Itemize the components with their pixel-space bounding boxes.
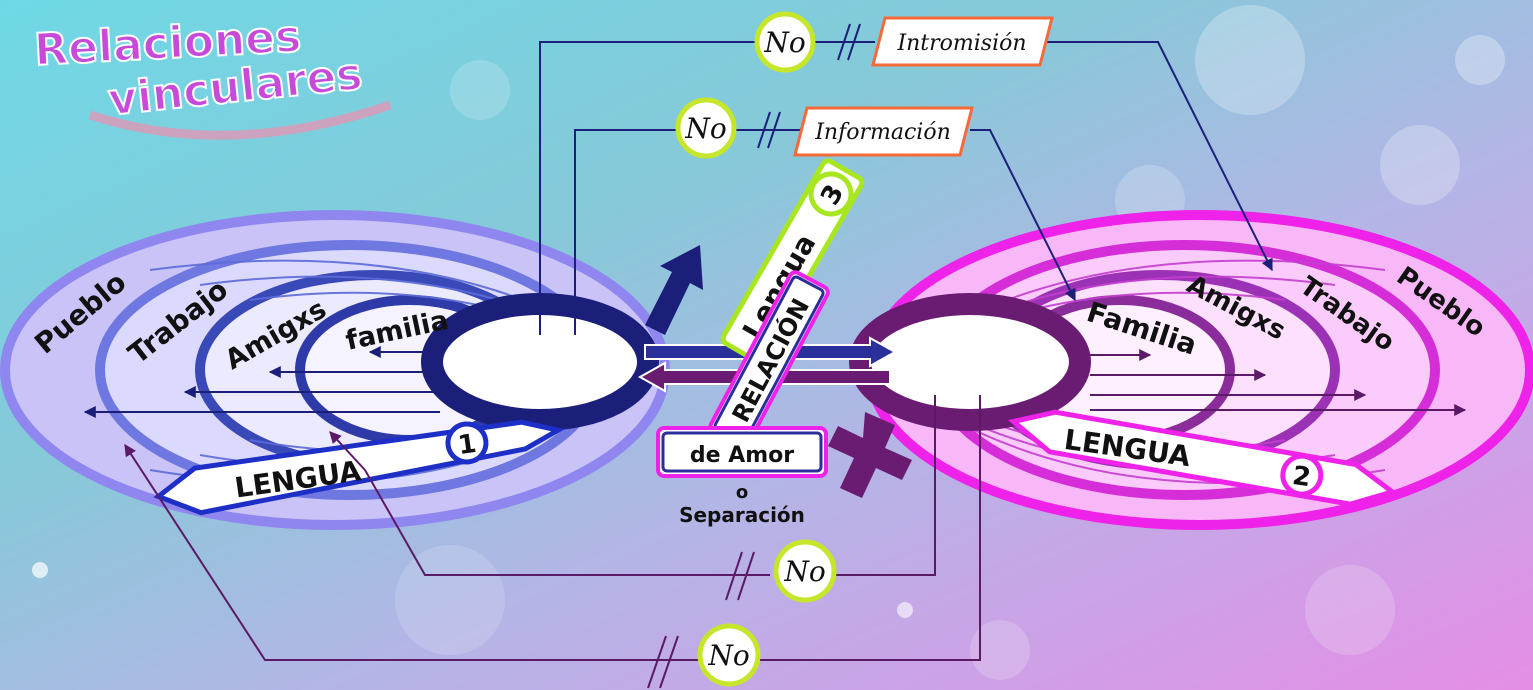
- no-badge-informacion: [675, 97, 737, 159]
- link-informacion: No Información: [574, 97, 1076, 335]
- link-bottom-2: No: [124, 395, 981, 689]
- left-arrows: [83, 346, 440, 418]
- no-label-bottom-1: No: [783, 555, 825, 588]
- intromision-label: Intromisión: [896, 31, 1026, 56]
- lengua-2-number: 2: [1290, 461, 1312, 493]
- amor-separacion: de Amor o Separación: [656, 426, 828, 527]
- link-bottom-1: No: [329, 395, 936, 603]
- right-arrows: [1090, 349, 1467, 416]
- informacion-label: Información: [814, 120, 951, 145]
- female-cross-icon: [828, 412, 912, 498]
- separacion-label: Separación: [679, 503, 805, 527]
- o-label: o: [736, 482, 748, 503]
- lengua-2-badge: [1280, 453, 1324, 497]
- lengua-3-badge: [808, 171, 854, 217]
- lengua-1-banner: LENGUA 1: [153, 419, 565, 516]
- lengua-1-badge: [445, 421, 489, 465]
- lengua-2-banner: LENGUA 2: [1007, 409, 1398, 507]
- female-symbol-ring: [849, 293, 1091, 431]
- lengua-1-number: 1: [456, 429, 478, 461]
- no-label-informacion: No: [684, 112, 726, 145]
- no-badge-bottom-2: [697, 623, 761, 687]
- male-arrow-icon: [645, 245, 703, 335]
- link-intromision: No Intromisión: [539, 11, 1273, 335]
- no-badge-intromision: [754, 11, 816, 73]
- no-badge-bottom-1: [773, 539, 837, 603]
- no-label-bottom-2: No: [707, 639, 749, 672]
- de-amor-label: de Amor: [690, 443, 794, 468]
- no-label-intromision: No: [763, 26, 805, 59]
